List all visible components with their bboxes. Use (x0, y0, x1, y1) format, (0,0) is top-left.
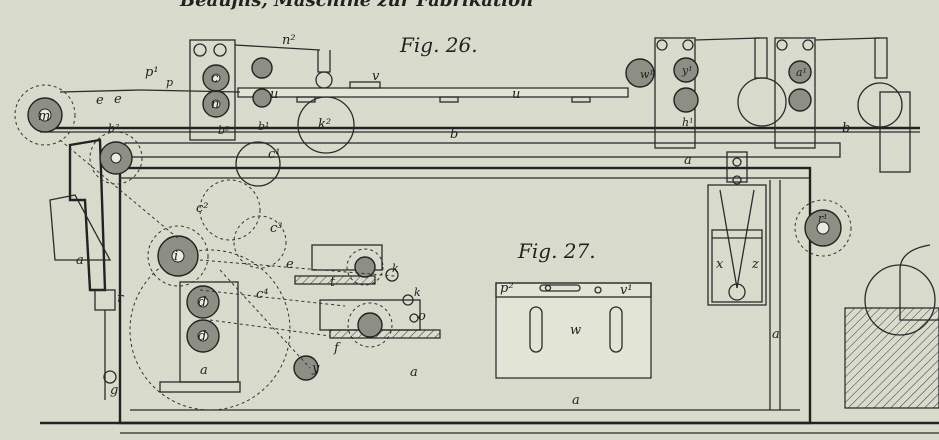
label-b3: b² (108, 122, 119, 135)
label-t: t (330, 275, 336, 290)
fig27-title: Fig. 27. (517, 239, 596, 263)
label-a-low: a (572, 393, 580, 408)
label-c3: c³ (270, 221, 283, 236)
label-p1: p¹ (145, 65, 159, 80)
label-b2: b² (218, 124, 229, 137)
label-i: i (174, 249, 178, 264)
fig27-drawing (495, 282, 652, 379)
plate-header: Beaufils, Maschine zur Fabrikation (179, 0, 533, 11)
label-k2: k² (318, 117, 331, 132)
label-d1: d (198, 295, 206, 310)
fig26-drawing (14, 37, 939, 434)
label-c4: c⁴ (256, 287, 269, 302)
label-y: y (311, 361, 320, 376)
label-a-top: a (684, 153, 692, 168)
label-g: g (110, 383, 118, 398)
label-d2: d (198, 329, 206, 344)
label-c: c (211, 71, 219, 86)
label-c2: c² (196, 201, 209, 216)
label-v1: v¹ (620, 283, 633, 298)
label-b-right: b (842, 121, 850, 136)
label-k-small2: k (414, 286, 421, 299)
label-a-right: a (772, 327, 780, 342)
label-e3: e (286, 257, 294, 272)
label-b: b (450, 127, 458, 142)
label-f: f (333, 341, 341, 356)
label-o: o (418, 309, 426, 324)
label-a1: a¹ (796, 66, 807, 79)
label-u2: u (512, 87, 520, 102)
label-w: w (570, 323, 581, 338)
label-r: r (117, 291, 124, 306)
label-a-base: a (200, 363, 208, 378)
label-k-small1: k (392, 262, 399, 275)
label-w1: w¹ (640, 68, 654, 81)
label-n2: n² (282, 33, 296, 48)
label-m: m (38, 109, 50, 124)
label-c1: c¹ (268, 147, 281, 162)
label-n: n (211, 97, 219, 112)
label-e2: e (114, 92, 122, 107)
right-edge-detail (844, 244, 939, 409)
label-h1: h¹ (682, 116, 694, 129)
label-e1: e (96, 93, 104, 108)
label-b1: b¹ (258, 120, 269, 133)
label-p2: p² (500, 281, 514, 296)
label-p: p (166, 76, 173, 89)
label-u1: u (270, 87, 278, 102)
label-y1: y¹ (681, 64, 693, 77)
label-a-mid: a (410, 365, 418, 380)
fig26-title: Fig. 26. (399, 33, 478, 57)
part-labels: n² p¹ p e e m c n b² b¹ b² u u v k² b b … (38, 33, 850, 408)
label-v: v (372, 69, 380, 84)
label-r1: r¹ (818, 212, 828, 225)
label-z: z (751, 257, 759, 272)
label-a-left: a (76, 253, 84, 268)
label-x: x (716, 257, 724, 272)
